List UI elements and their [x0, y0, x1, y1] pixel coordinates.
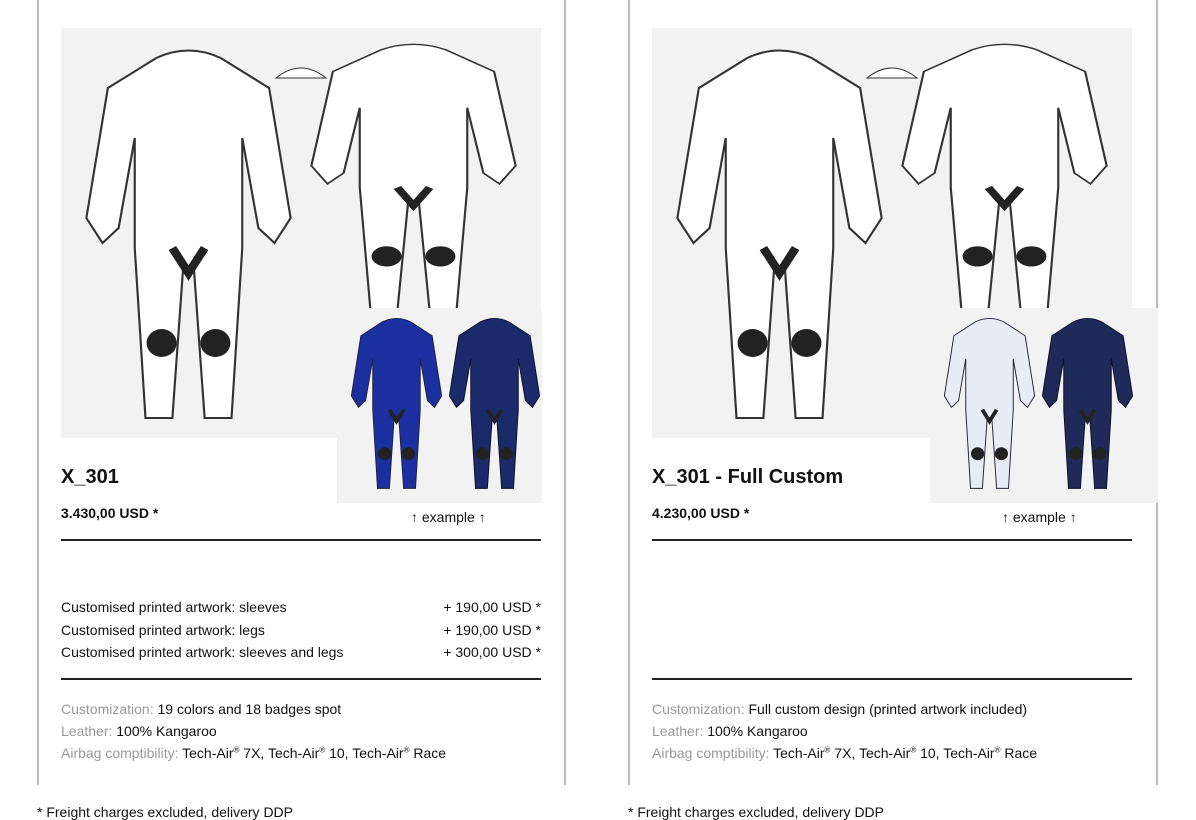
suit-drawing — [85, 49, 292, 419]
product-card: X_301 3.430,00 USD * ↑ example ↑ Customi… — [37, 0, 566, 785]
example-caption: ↑ example ↑ — [411, 509, 486, 525]
option-row[interactable]: Customised printed artwork: sleeves + 190… — [61, 599, 541, 615]
product-title: X_301 - Full Custom — [652, 466, 844, 488]
example-image[interactable] — [337, 308, 542, 503]
divider — [652, 539, 1132, 541]
option-row[interactable]: Customised printed artwork: sleeves and … — [61, 644, 541, 660]
spec-customization: Customization: Full custom design (print… — [652, 701, 1028, 717]
spec-leather: Leather: 100% Kangaroo — [61, 723, 217, 739]
option-label: Customised printed artwork: sleeves — [61, 599, 287, 615]
product-price: 3.430,00 USD * — [61, 505, 159, 521]
spec-leather: Leather: 100% Kangaroo — [652, 723, 808, 739]
option-label: Customised printed artwork: sleeves and … — [61, 644, 344, 660]
option-row[interactable]: Customised printed artwork: legs + 190,00… — [61, 622, 541, 638]
example-image[interactable] — [930, 308, 1158, 503]
product-image[interactable] — [61, 28, 541, 438]
product-card: X_301 - Full Custom 4.230,00 USD * ↑ exa… — [628, 0, 1158, 785]
spec-airbag: Airbag comptibility: Tech-Air® 7X, Tech-… — [652, 745, 1038, 761]
divider — [61, 539, 541, 541]
footer-note: * Freight charges excluded, delivery DDP — [628, 804, 885, 820]
suit-drawing — [901, 43, 1108, 312]
option-price: + 190,00 USD * — [443, 599, 541, 615]
suit-drawing — [310, 43, 517, 312]
suit-drawing — [350, 317, 443, 489]
suit-drawing — [943, 317, 1036, 489]
footer-note: * Freight charges excluded, delivery DDP — [37, 804, 294, 820]
spec-airbag: Airbag comptibility: Tech-Air® 7X, Tech-… — [61, 745, 447, 761]
option-label: Customised printed artwork: legs — [61, 621, 265, 638]
suit-drawing — [1041, 317, 1134, 489]
suit-drawing — [448, 317, 541, 489]
spec-customization: Customization: 19 colors and 18 badges s… — [61, 701, 342, 717]
divider — [652, 678, 1132, 680]
product-price: 4.230,00 USD * — [652, 505, 750, 521]
option-price: + 190,00 USD * — [443, 621, 541, 638]
suit-drawing — [676, 49, 883, 419]
divider — [61, 678, 541, 680]
example-caption: ↑ example ↑ — [1002, 509, 1077, 525]
product-title: X_301 — [61, 466, 119, 488]
option-price: + 300,00 USD * — [443, 644, 541, 660]
